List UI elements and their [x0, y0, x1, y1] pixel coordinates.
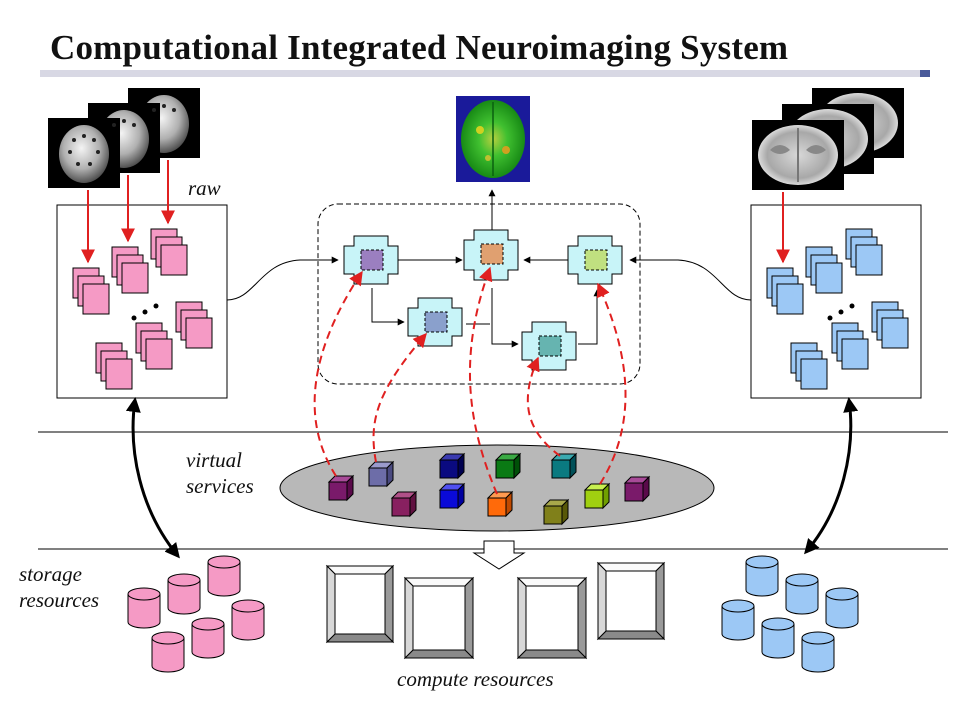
compute-node — [325, 564, 395, 644]
virtual-service-cubes — [327, 452, 651, 526]
storage-cylinder — [127, 587, 161, 629]
service-cube — [390, 490, 418, 518]
processed-data-stacks — [766, 228, 909, 390]
storage-resources-label: storage resources — [19, 562, 100, 612]
storage-cylinder — [745, 555, 779, 597]
storage-cylinder — [231, 599, 265, 641]
service-cube — [542, 498, 570, 526]
storage-cylinder — [721, 599, 755, 641]
processed-storage-link — [804, 397, 859, 555]
workflow-to-processed-connector — [629, 256, 752, 301]
service-mapping-arrows — [313, 266, 627, 495]
raw-label: raw — [188, 176, 221, 200]
service-cube — [494, 452, 522, 480]
service-cube — [327, 474, 355, 502]
compute-resource-monitors — [325, 561, 666, 660]
workflow-service-slots — [360, 243, 608, 357]
eeg-head-images — [48, 88, 200, 188]
processed-storage-cylinders — [721, 555, 859, 673]
storage-cylinder — [151, 631, 185, 673]
workflow-edges — [371, 189, 601, 348]
compute-allocation-arrow — [472, 540, 526, 570]
storage-cylinder — [825, 587, 859, 629]
service-cube — [583, 482, 611, 510]
brain-activation-image — [456, 96, 530, 182]
service-cube — [438, 482, 466, 510]
title-underline — [40, 70, 930, 77]
service-cube — [438, 452, 466, 480]
compute-node — [596, 561, 666, 641]
compute-node — [403, 576, 475, 660]
mri-slice-images — [752, 88, 904, 190]
service-cube — [550, 452, 578, 480]
raw-to-workflow-connector — [226, 256, 339, 301]
compute-node — [516, 576, 588, 660]
storage-cylinder — [801, 631, 835, 673]
input-arrows — [81, 160, 790, 264]
virtual-services-label: virtual services — [186, 448, 254, 498]
storage-cylinder — [207, 555, 241, 597]
raw-data-stacks — [72, 228, 213, 390]
storage-cylinder — [761, 617, 795, 659]
processed-ellipsis-icon — [827, 303, 855, 321]
storage-cylinder — [785, 573, 819, 615]
compute-resources-label: compute resources — [397, 667, 554, 691]
raw-storage-link — [125, 397, 180, 559]
storage-cylinder — [167, 573, 201, 615]
raw-ellipsis-icon — [131, 303, 159, 321]
storage-cylinder — [191, 617, 225, 659]
page-title: Computational Integrated Neuroimaging Sy… — [50, 28, 789, 67]
service-cube — [623, 475, 651, 503]
workflow-region — [317, 203, 641, 385]
service-cube — [486, 490, 514, 518]
raw-storage-cylinders — [127, 555, 265, 673]
service-cube — [367, 460, 395, 488]
